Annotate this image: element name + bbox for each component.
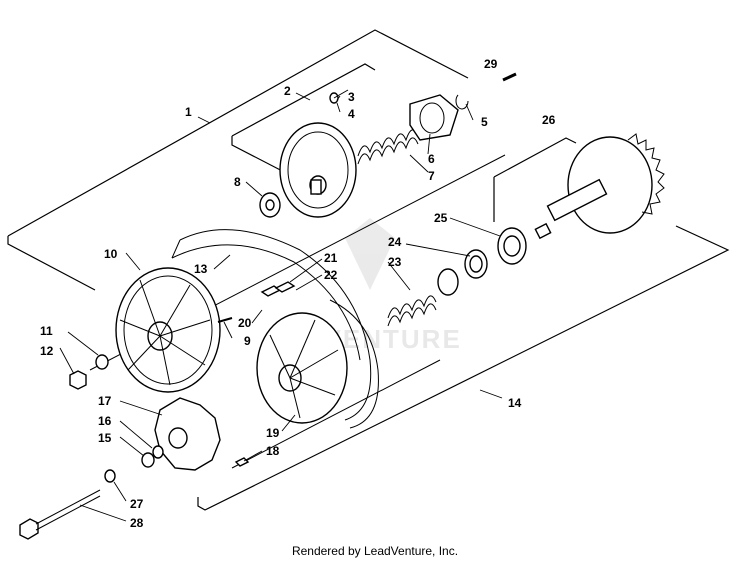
nut-part-11 — [69, 354, 109, 390]
callout-8: 8 — [234, 175, 241, 189]
bracket-assembly-14 — [197, 225, 730, 511]
callout-22: 22 — [324, 268, 338, 282]
callout-20: 20 — [238, 316, 252, 330]
fixed-sheave-part-10 — [115, 267, 221, 393]
leader-lines — [59, 92, 503, 522]
snap-ring-part-5 — [455, 94, 469, 110]
callout-12: 12 — [40, 344, 54, 358]
callout-1: 1 — [185, 105, 192, 119]
pin-part-9 — [217, 317, 233, 323]
callout-5: 5 — [481, 115, 488, 129]
callout-10: 10 — [104, 247, 118, 261]
callout-3: 3 — [348, 90, 355, 104]
callout-29: 29 — [484, 57, 498, 71]
callout-labels: 1 2 3 4 5 6 7 8 9 10 11 12 13 14 15 16 1… — [40, 57, 556, 530]
spring-part-7 — [357, 129, 419, 165]
callout-16: 16 — [98, 414, 112, 428]
callout-11: 11 — [40, 324, 53, 338]
cover-part-17 — [154, 397, 221, 471]
cap-part-6 — [409, 94, 459, 141]
weights-part-21-22 — [260, 281, 296, 297]
callout-28: 28 — [130, 516, 144, 530]
bracket-assembly-26 — [493, 137, 577, 222]
rendered-by-credit: Rendered by LeadVenture, Inc. — [291, 544, 459, 558]
bolt-part-28 — [19, 469, 116, 540]
bracket-assembly-1 — [7, 29, 469, 291]
callout-24: 24 — [388, 235, 402, 249]
screw-part-3 — [329, 89, 349, 104]
driven-gear-part-26 — [534, 133, 665, 240]
callout-15: 15 — [98, 431, 112, 445]
spider-part-19 — [256, 312, 348, 424]
callout-4: 4 — [348, 107, 355, 121]
drum-part-14 — [329, 299, 379, 429]
callout-14: 14 — [508, 396, 522, 410]
bearing-part-25 — [497, 227, 527, 265]
callout-23: 23 — [388, 255, 402, 269]
callout-21: 21 — [324, 251, 338, 265]
spring-part-23 — [387, 268, 459, 327]
callout-13: 13 — [194, 262, 208, 276]
nut-part-15 — [141, 445, 164, 468]
callout-9: 9 — [244, 334, 251, 348]
movable-sheave-part-2 — [279, 122, 357, 218]
callout-2: 2 — [284, 84, 291, 98]
callout-6: 6 — [428, 152, 435, 166]
pin-part-29 — [502, 72, 517, 82]
callout-25: 25 — [434, 211, 448, 225]
callout-18: 18 — [266, 444, 280, 458]
callout-7: 7 — [428, 169, 435, 183]
drive-belt-part-13 — [171, 229, 372, 421]
callout-19: 19 — [266, 426, 280, 440]
callout-26: 26 — [542, 113, 556, 127]
callout-27: 27 — [130, 497, 144, 511]
washer-part-8 — [259, 192, 281, 218]
spacer-part-24 — [464, 249, 488, 279]
bracket-assembly-2 — [231, 63, 376, 176]
callout-17: 17 — [98, 394, 112, 408]
